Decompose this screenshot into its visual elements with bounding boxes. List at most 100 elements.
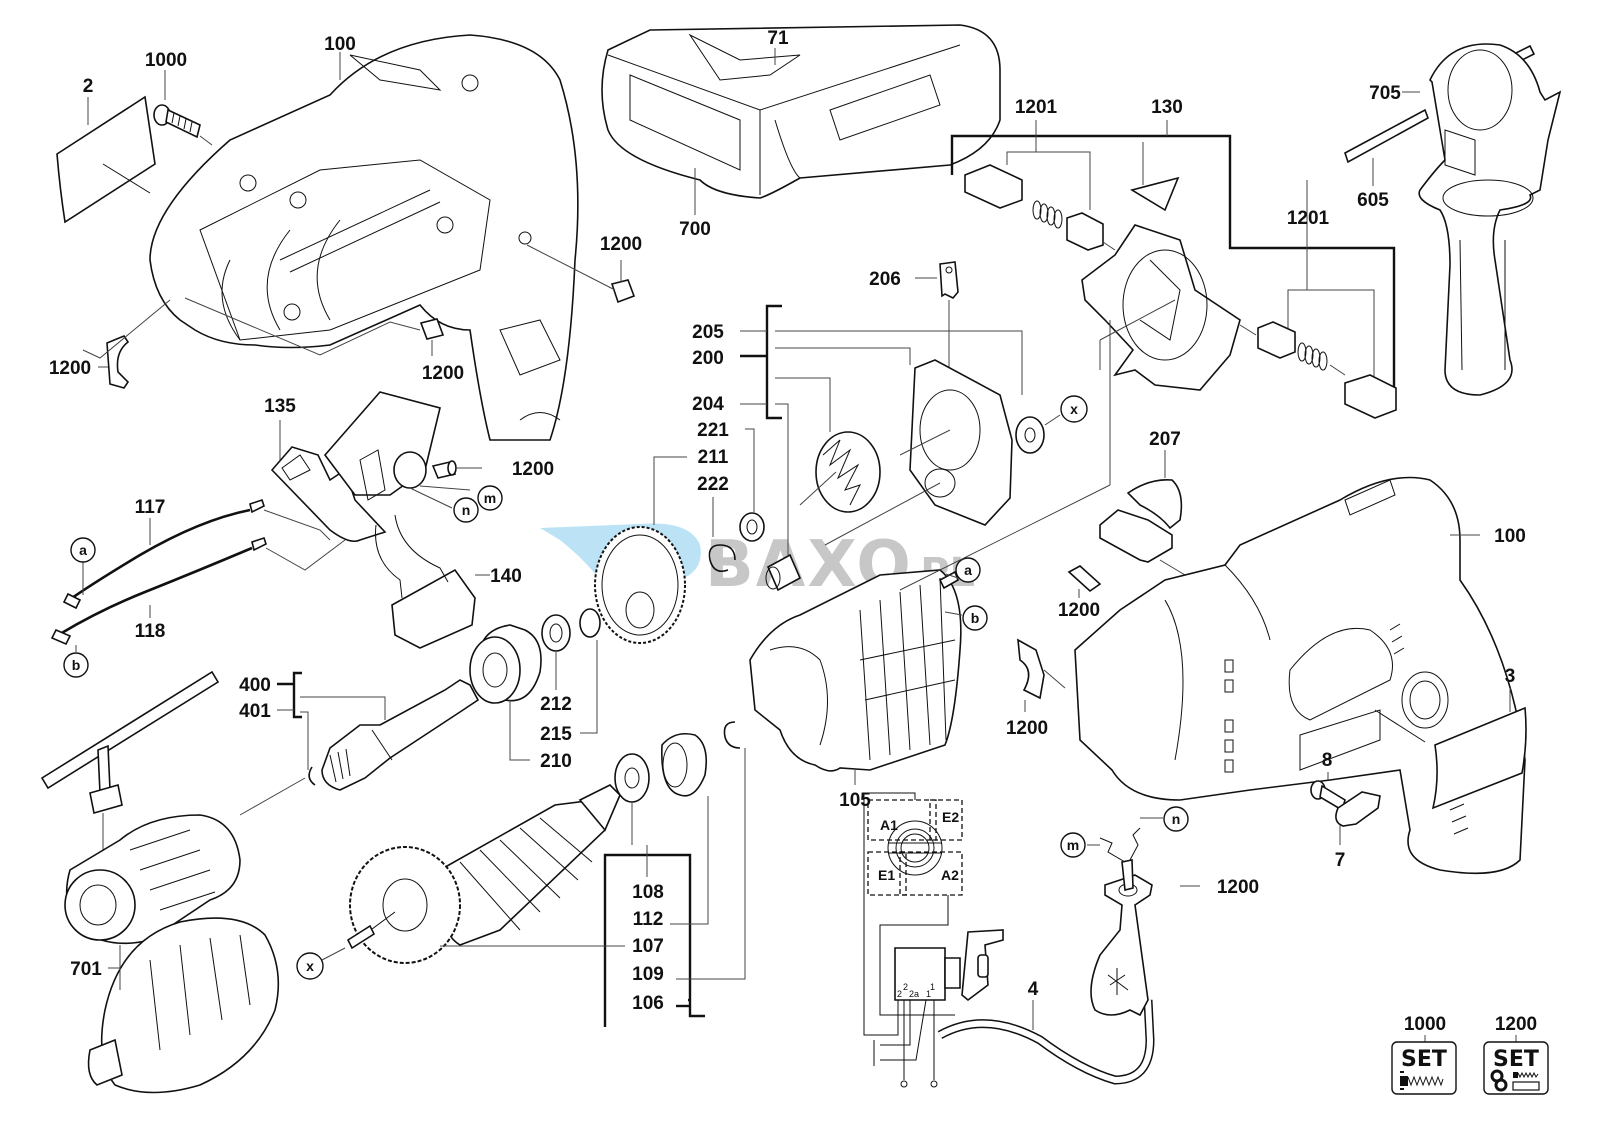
terminal-1-top: 1	[930, 982, 935, 992]
carbon-brush-right[interactable]	[1257, 321, 1296, 359]
label-701: 701	[70, 959, 102, 980]
svg-text:b: b	[971, 610, 980, 626]
wire-118[interactable]	[59, 546, 253, 636]
needle-sleeve-204[interactable]	[766, 553, 802, 592]
switch-group: 135 1200 m n 140	[50, 391, 554, 678]
spindle-chuck-group: 400 401 701	[40, 670, 480, 1094]
brush-holder-207[interactable]	[1099, 509, 1173, 563]
marker-n-switch: n	[453, 497, 479, 523]
label-105: 105	[839, 790, 871, 811]
key-chuck-701[interactable]	[64, 814, 241, 945]
bearing-210[interactable]	[469, 624, 542, 704]
label-117: 117	[135, 497, 166, 518]
gear-211[interactable]	[594, 526, 686, 644]
marker-a-left: a	[70, 537, 96, 563]
label-100-top: 100	[324, 34, 356, 55]
terminal-A1: A1	[880, 817, 898, 833]
marker-x-bottom: x	[296, 952, 324, 980]
circlip-222[interactable]	[708, 544, 736, 573]
label-200: 200	[692, 348, 724, 369]
bearing-sleeve-112[interactable]	[661, 732, 708, 797]
label-700: 700	[679, 219, 711, 240]
screw-1000[interactable]	[153, 104, 201, 139]
washer-212[interactable]	[541, 614, 571, 652]
terminal-1: 1	[926, 989, 931, 999]
brush-holder-cap[interactable]	[1129, 176, 1180, 212]
bearing-108[interactable]	[614, 753, 650, 803]
circlip-401[interactable]	[308, 766, 316, 786]
circlip-215[interactable]	[579, 608, 601, 638]
brush-cap-left[interactable]	[964, 164, 1023, 209]
label-1200-pin-right: 1200	[1058, 600, 1100, 621]
label-1000-top: 1000	[145, 50, 187, 71]
label-4: 4	[1028, 979, 1039, 1000]
label-1200-clip-right: 1200	[1006, 718, 1048, 739]
bearing-plate-205[interactable]	[909, 359, 1013, 526]
switch-capacitor[interactable]	[393, 451, 427, 489]
set-badge-1000-number: 1000	[1404, 1014, 1446, 1035]
svg-text:x: x	[306, 958, 314, 974]
svg-text:a: a	[79, 542, 87, 558]
label-plate-3[interactable]	[1431, 706, 1527, 810]
label-215: 215	[540, 724, 572, 745]
screw-1200-switch[interactable]	[431, 460, 457, 479]
label-1200-housing-left: 1200	[49, 358, 91, 379]
label-221: 221	[697, 420, 729, 441]
label-705: 705	[1369, 83, 1401, 104]
set-badge-1200[interactable]: 1200 SET	[1483, 1014, 1549, 1095]
circlip-109[interactable]	[723, 721, 741, 749]
plate-206[interactable]	[939, 261, 959, 299]
carbon-brush-left[interactable]	[1066, 212, 1104, 251]
washer-221[interactable]	[739, 512, 765, 542]
clip-1200-left[interactable]	[106, 335, 130, 389]
screw-8[interactable]	[1310, 780, 1346, 812]
label-8: 8	[1322, 750, 1333, 771]
clip-1200-right[interactable]	[1017, 638, 1045, 700]
handle-rod-605[interactable]	[1344, 108, 1429, 164]
terminal-A2: A2	[941, 867, 959, 883]
pin-1200-housing[interactable]	[419, 318, 445, 340]
switch-trigger-135[interactable]	[270, 446, 387, 543]
armature-107[interactable]	[346, 784, 621, 964]
carry-case-700[interactable]	[601, 24, 1001, 199]
label-plate-2[interactable]	[56, 95, 156, 224]
svg-text:b: b	[72, 657, 81, 673]
set-badge-1000[interactable]: 1000 SET	[1391, 1014, 1457, 1095]
cord-core	[1121, 859, 1134, 891]
terminal-2-top: 2	[903, 982, 908, 992]
terminal-2: 2	[897, 989, 902, 999]
brush-cap-right[interactable]	[1344, 374, 1397, 419]
set-badge-1000-text: SET	[1401, 1047, 1447, 1072]
label-205: 205	[692, 322, 724, 343]
pin-1200-right[interactable]	[1067, 565, 1102, 593]
chuck-key[interactable]	[40, 670, 220, 790]
stator-group: 105 a b	[749, 320, 1111, 811]
cord-guard-1200[interactable]	[1090, 874, 1153, 1017]
svg-text:n: n	[462, 502, 471, 518]
label-207: 207	[1149, 429, 1181, 450]
wire-117[interactable]	[71, 508, 251, 600]
label-211: 211	[698, 447, 729, 468]
label-112: 112	[633, 909, 664, 930]
cable-clamp-7[interactable]	[1335, 791, 1381, 827]
spindle-400[interactable]	[321, 679, 480, 791]
terminal-2a: 2a	[909, 989, 919, 999]
power-cord-group: 4 m n 1200	[937, 806, 1259, 1085]
label-100-right: 100	[1494, 526, 1526, 547]
label-605: 605	[1357, 190, 1389, 211]
capacitor-140[interactable]	[391, 568, 476, 649]
label-204: 204	[692, 394, 724, 415]
bevel-gear-204[interactable]	[799, 431, 881, 513]
svg-text:m: m	[1067, 837, 1079, 853]
brush-cap-207[interactable]	[1126, 478, 1183, 530]
label-107: 107	[632, 936, 664, 957]
label-1200-cord: 1200	[1217, 877, 1259, 898]
side-handle-705[interactable]	[1418, 43, 1562, 396]
label-1200-housing-pin: 1200	[422, 363, 464, 384]
keyless-chuck-701[interactable]	[87, 917, 280, 1094]
pin-1200-top[interactable]	[610, 279, 636, 304]
marker-x-top: x	[1060, 395, 1088, 423]
label-1201-left: 1201	[1015, 97, 1058, 118]
washer-205[interactable]	[1015, 416, 1045, 454]
